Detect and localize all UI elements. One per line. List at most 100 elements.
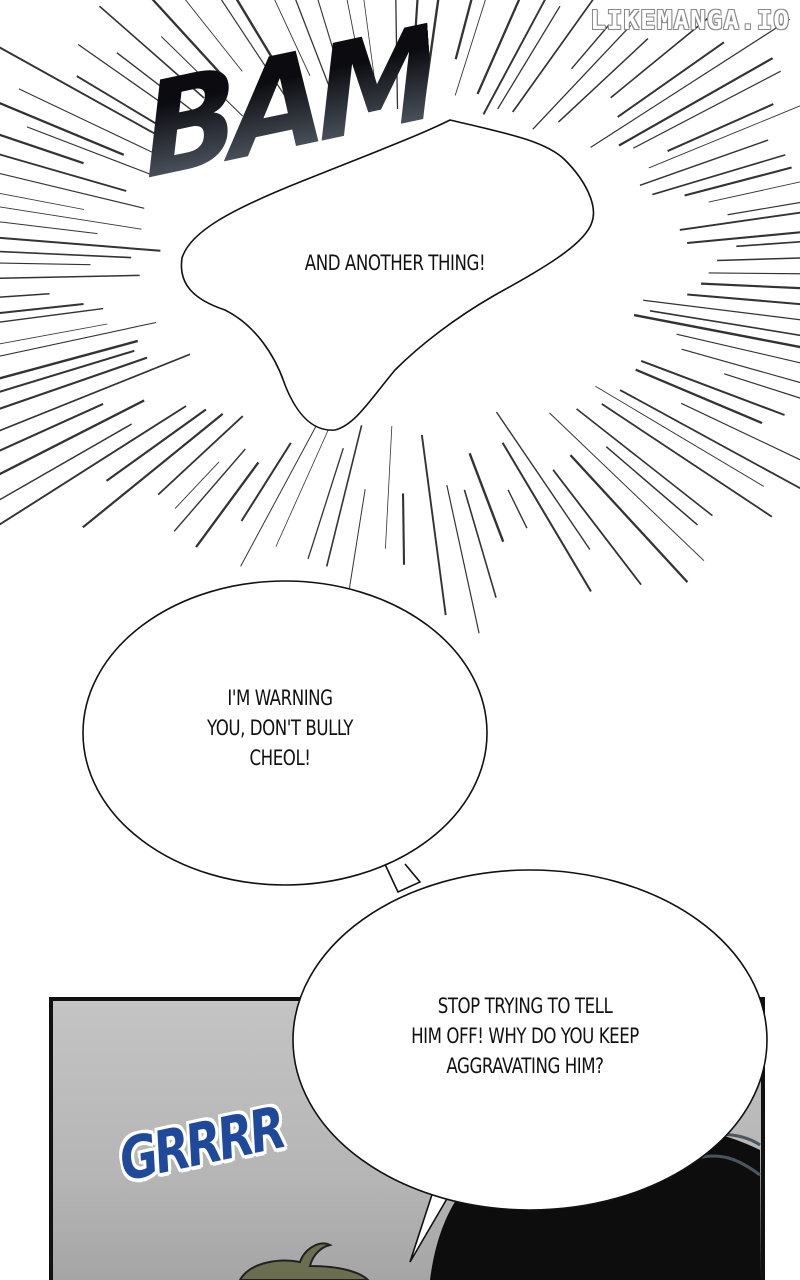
speed-line [617, 41, 725, 118]
bubble-2-text: I'M WARNING YOU, DON'T BULLY CHEOL! [148, 683, 412, 773]
speed-line [157, 415, 244, 496]
speed-line [0, 399, 145, 476]
speed-line [724, 373, 800, 399]
speed-line [0, 303, 84, 315]
speed-line [619, 389, 800, 490]
speed-line [476, 0, 521, 95]
speed-line [395, 0, 399, 109]
speed-line [0, 250, 132, 259]
speed-line [195, 461, 260, 548]
bubble-3-line: AGGRAVATING HIM? [446, 1054, 604, 1078]
speed-line [595, 385, 765, 487]
speed-line [0, 353, 191, 432]
speed-line [412, 0, 419, 63]
speed-line [552, 469, 642, 586]
speed-line [0, 46, 162, 138]
speed-line [570, 24, 610, 70]
speed-line [679, 211, 800, 231]
speed-line [618, 57, 774, 147]
speed-line [610, 18, 708, 99]
speed-line [635, 368, 763, 425]
speed-line [160, 36, 244, 117]
bubble-2-line: YOU, DON'T BULLY [206, 716, 354, 740]
speed-line [482, 0, 546, 115]
speed-line [0, 405, 187, 526]
speed-line [0, 102, 125, 156]
speed-line [640, 360, 785, 416]
speed-line [684, 166, 792, 197]
speed-line [76, 75, 173, 135]
speed-line [0, 323, 108, 345]
speed-line [497, 5, 561, 110]
speed-line [420, 434, 447, 616]
speed-line [652, 154, 786, 196]
speech-bubble-1 [180, 119, 595, 431]
bubble-2-line: I'M WARNING [227, 686, 333, 710]
speed-line [708, 181, 800, 203]
speed-line [633, 313, 800, 349]
speed-line [454, 0, 473, 60]
speed-line [98, 5, 205, 99]
speed-line [0, 274, 140, 280]
speed-line [174, 461, 220, 509]
speed-line [0, 403, 104, 452]
watermark: LIKEMANGA.IO [590, 6, 790, 36]
speed-line [639, 139, 769, 187]
speed-line [687, 293, 800, 306]
speed-line [0, 193, 85, 210]
speed-line [676, 333, 800, 364]
bubble-3-text: STOP TRYING TO TELL HIM OFF! WHY DO YOU … [353, 991, 696, 1081]
speed-line [363, 0, 375, 79]
bubble-2-line: CHEOL! [249, 746, 311, 770]
speed-line [0, 339, 139, 380]
speed-line [736, 240, 800, 248]
speed-line [468, 452, 505, 543]
speed-line [240, 420, 320, 567]
speed-line [385, 425, 393, 549]
speed-line [151, 0, 222, 75]
speed-line [708, 272, 800, 275]
speed-line [401, 493, 406, 565]
speed-line [0, 221, 98, 235]
speed-line [680, 402, 800, 461]
speed-line [0, 133, 84, 165]
speed-line [105, 408, 207, 482]
bubble-3-line: STOP TRYING TO TELL [437, 994, 613, 1018]
speed-line [173, 448, 246, 532]
speed-line [26, 126, 152, 175]
bubble-tail [382, 859, 422, 894]
speed-line [576, 408, 713, 517]
speed-line [0, 349, 135, 393]
speed-line [601, 403, 773, 518]
speed-line [507, 489, 528, 529]
speed-line [495, 411, 591, 550]
speech-bubble-3 [292, 869, 768, 1211]
speed-line [307, 447, 344, 560]
speed-line [420, 0, 440, 118]
speed-line [220, 0, 291, 104]
speed-line [0, 153, 127, 192]
speed-line [18, 88, 174, 163]
speed-line [295, 0, 339, 110]
speed-line [667, 103, 774, 152]
speed-line [77, 43, 188, 122]
speed-line [0, 321, 157, 357]
speed-line [590, 18, 790, 148]
speed-line [512, 0, 594, 113]
speed-line [649, 310, 800, 337]
speed-line [185, 0, 243, 72]
speed-line [0, 356, 148, 410]
speed-line [501, 442, 592, 592]
speech-bubble-2 [82, 580, 488, 886]
speed-line [643, 299, 800, 321]
speed-line [557, 38, 649, 123]
speed-line [346, 0, 361, 66]
speed-line [0, 236, 161, 252]
speed-line [116, 52, 202, 119]
speed-line [549, 412, 705, 562]
speed-line [0, 293, 50, 298]
bubble-3-line: HIM OFF! WHY DO YOU KEEP [411, 1024, 639, 1048]
speed-line [648, 105, 800, 169]
speed-line [235, 0, 299, 102]
